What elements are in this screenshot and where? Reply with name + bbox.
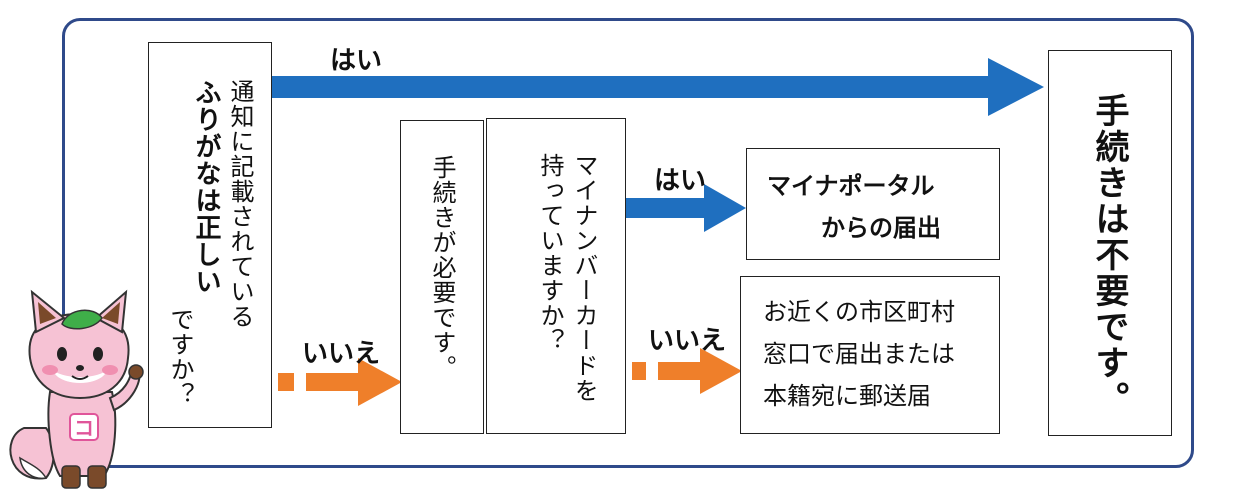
mynumber-card-line1: マイナンバーカードを (570, 153, 598, 403)
mascot-badge: コ (74, 416, 94, 440)
question-furigana-line1: 通知に記載されている (226, 79, 254, 329)
label-yes-mid: はい (654, 166, 707, 196)
no-arrow-right (632, 348, 742, 394)
fox-mascot-icon: コ (9, 289, 144, 489)
no-procedure-needed-text: 手続きは不要です。 (1089, 93, 1129, 417)
mynumber-card-question-box: マイナンバーカードを 持っていますか？ (486, 118, 626, 434)
no-procedure-needed-box: 手続きは不要です。 (1048, 50, 1172, 436)
office-mail-box: お近くの市区町村 窓口で届出または 本籍宛に郵送届 (740, 276, 1000, 434)
office-mail-line1: お近くの市区町村 (763, 298, 955, 326)
office-mail-line2: 窓口で届出または (763, 340, 955, 368)
question-furigana-box: 通知に記載されている ふりがなは正しい ですか？ (148, 42, 272, 428)
procedure-required-box: 手続きが必要です。 (400, 120, 484, 434)
yes-arrow-mid (626, 184, 746, 232)
label-no-right: いいえ (648, 326, 727, 356)
yes-arrow-top (272, 58, 1044, 116)
office-mail-line3: 本籍宛に郵送届 (763, 382, 931, 410)
mynaportal-line1: マイナポータル (767, 172, 935, 200)
no-arrow-left (278, 358, 402, 406)
flowchart-frame (62, 18, 1194, 468)
label-yes-top: はい (330, 46, 383, 76)
label-no-left: いいえ (302, 339, 381, 369)
mynaportal-line2: からの届出 (821, 214, 941, 242)
procedure-required-text: 手続きが必要です。 (428, 155, 456, 380)
question-furigana-line3: ですか？ (166, 307, 194, 407)
question-furigana-line2: ふりがなは正しい (191, 79, 221, 295)
mynaportal-box: マイナポータル からの届出 (746, 148, 1000, 260)
mynumber-card-line2: 持っていますか？ (536, 153, 564, 353)
